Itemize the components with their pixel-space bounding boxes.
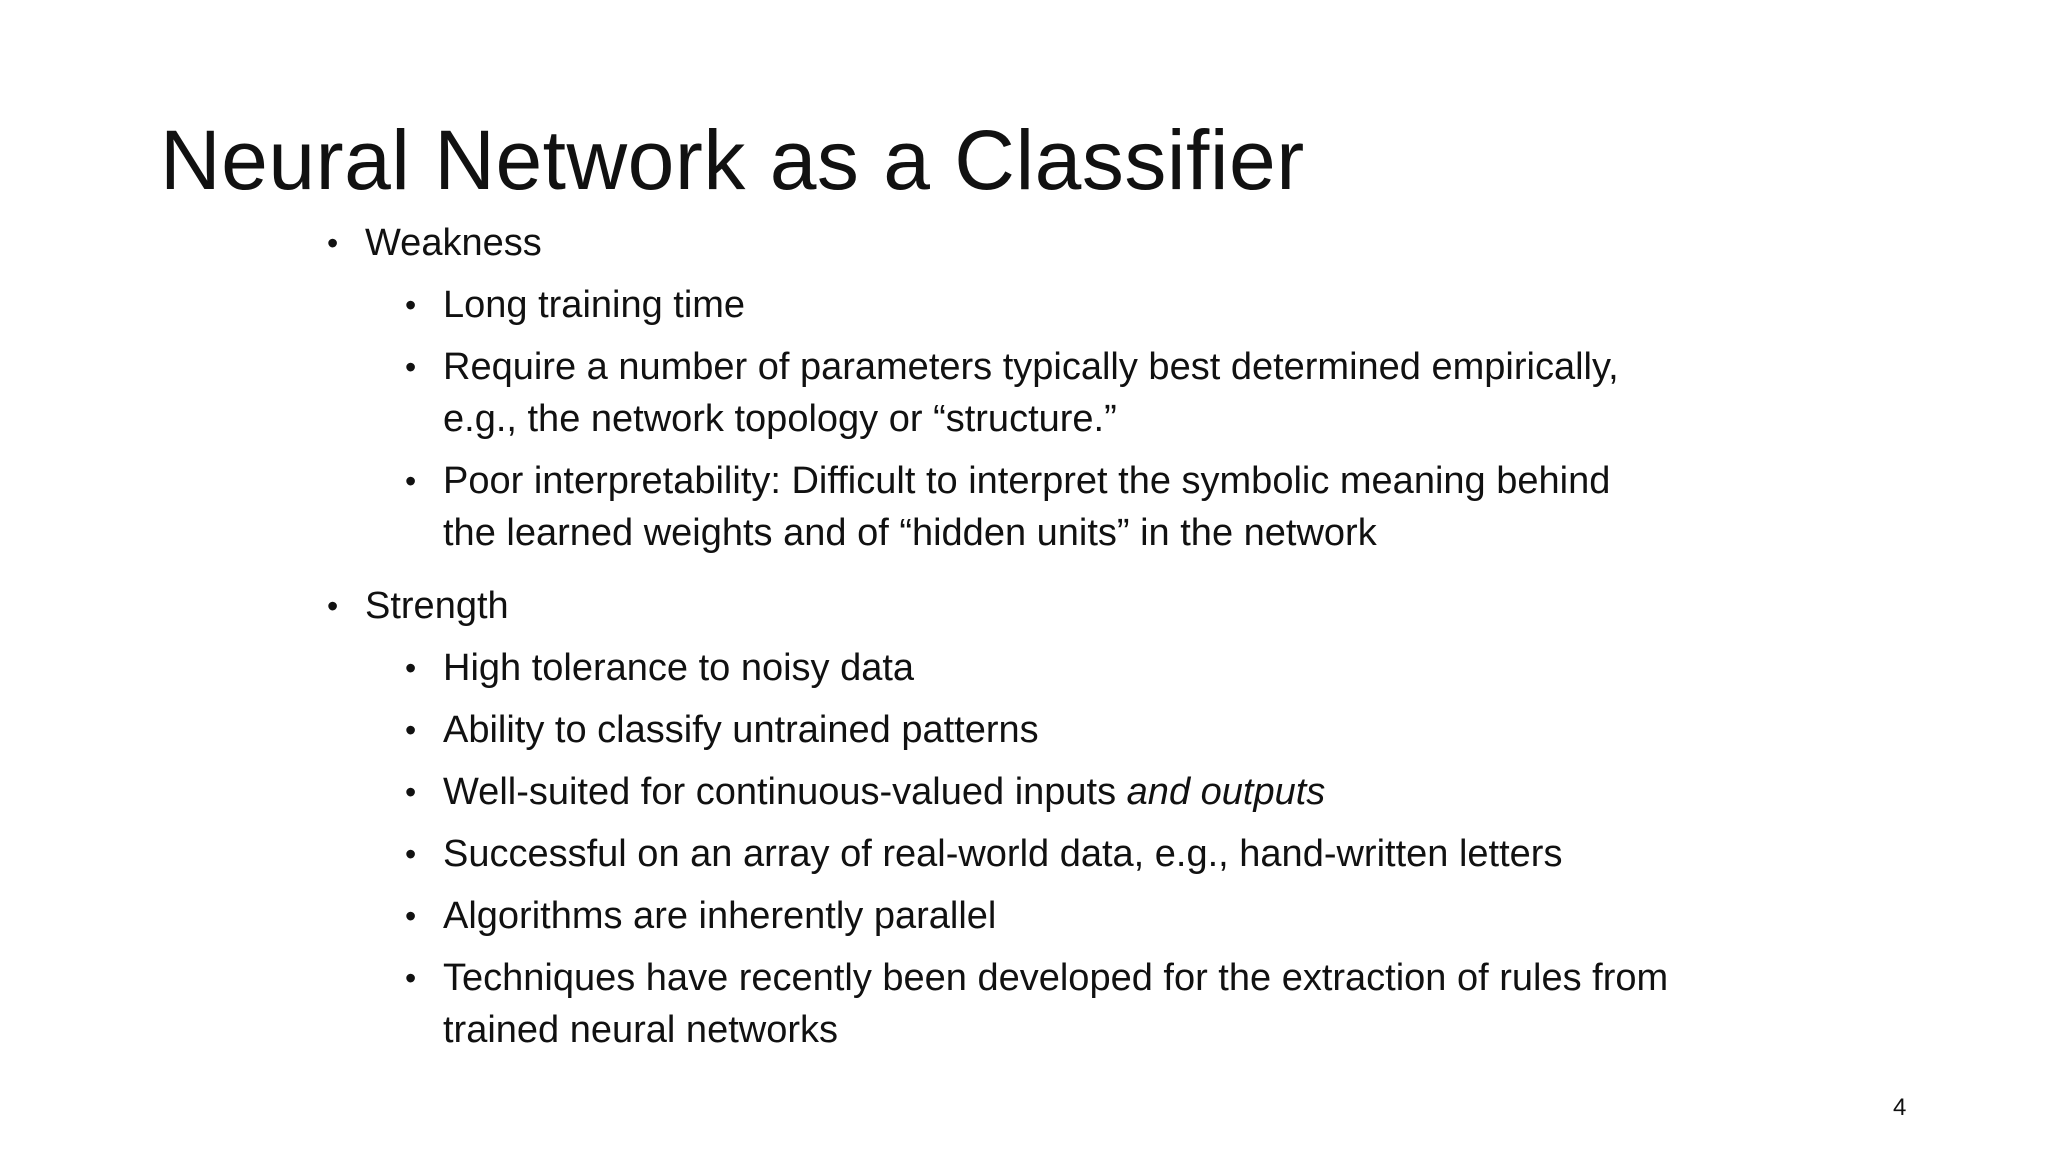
bullet-icon: • — [405, 960, 417, 996]
strength-item-text: High tolerance to noisy data — [443, 647, 915, 689]
weakness-item-text: the learned weights and of “hidden units… — [443, 512, 1377, 554]
bullet-icon: • — [405, 650, 417, 686]
weakness-item: • Long training time — [405, 279, 746, 331]
page-number: 4 — [1893, 1094, 1907, 1121]
strength-item: • Techniques have recently been develope… — [405, 952, 1669, 1004]
slide-title: Neural Network as a Classifier — [160, 113, 1305, 207]
weakness-item-text: e.g., the network topology or “structure… — [443, 398, 1117, 440]
weakness-item-text: Require a number of parameters typically… — [443, 346, 1619, 388]
strength-item: • Successful on an array of real-world d… — [405, 828, 1563, 880]
bullet-icon: • — [405, 349, 417, 385]
bullet-icon: • — [405, 836, 417, 872]
bullet-weakness-heading: • Weakness — [327, 217, 542, 269]
strength-item-continuation: trained neural networks — [443, 1004, 838, 1056]
weakness-item-text: Poor interpretability: Difficult to inte… — [443, 460, 1611, 502]
bullet-icon: • — [405, 463, 417, 499]
weakness-item-continuation: e.g., the network topology or “structure… — [443, 393, 1117, 445]
bullet-icon: • — [405, 898, 417, 934]
strength-item-text: trained neural networks — [443, 1009, 838, 1051]
strength-item-text: Algorithms are inherently parallel — [443, 895, 997, 937]
strength-item: • Well-suited for continuous-valued inpu… — [405, 766, 1326, 818]
bullet-icon: • — [327, 225, 339, 261]
strength-item-text: Techniques have recently been developed … — [443, 957, 1669, 999]
strength-heading: Strength — [365, 585, 509, 627]
bullet-icon: • — [405, 712, 417, 748]
strength-item: • Ability to classify untrained patterns — [405, 704, 1039, 756]
bullet-icon: • — [405, 287, 417, 323]
weakness-heading: Weakness — [365, 222, 542, 264]
weakness-item: • Require a number of parameters typical… — [405, 341, 1619, 393]
weakness-item-continuation: the learned weights and of “hidden units… — [443, 507, 1377, 559]
strength-item: • High tolerance to noisy data — [405, 642, 915, 694]
strength-item-text: Ability to classify untrained patterns — [443, 709, 1039, 751]
strength-item-text: Successful on an array of real-world dat… — [443, 833, 1563, 875]
weakness-item: • Poor interpretability: Difficult to in… — [405, 455, 1611, 507]
strength-item-emphasis: and outputs — [1126, 771, 1326, 813]
strength-item-text: Well-suited for continuous-valued inputs — [443, 771, 1127, 813]
bullet-strength-heading: • Strength — [327, 580, 509, 632]
strength-item: • Algorithms are inherently parallel — [405, 890, 997, 942]
bullet-icon: • — [405, 774, 417, 810]
weakness-item-text: Long training time — [443, 284, 746, 326]
bullet-icon: • — [327, 588, 339, 624]
